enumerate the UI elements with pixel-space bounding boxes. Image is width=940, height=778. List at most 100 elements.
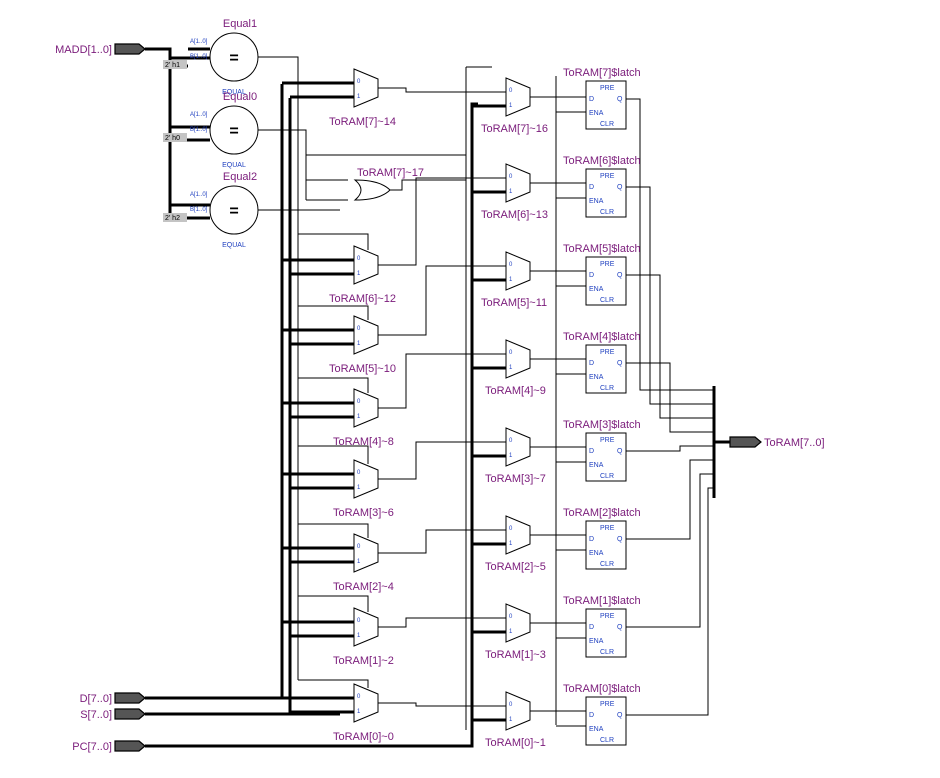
pin-b-label: B[1..0] [190,207,208,213]
port-pc-pin[interactable] [114,740,146,752]
pin-a-label: A[1..0] [190,39,208,45]
mux-pin-0: 0 [357,79,361,85]
pin-a-label: A[1..0] [190,192,208,198]
mux-name: ToRAM[3]~7 [485,473,546,485]
mux-right-3[interactable]: 01 [505,339,531,379]
mux-pin-0: 0 [509,438,513,444]
port-d-pin[interactable] [114,692,146,704]
constant-label: 2' h0 [165,135,180,142]
mux-left-5[interactable]: 01 [353,533,379,573]
latch-name: ToRAM[7]$latch [563,67,641,79]
mux-right-0[interactable]: 01 [505,77,531,117]
mux-pin-0: 0 [357,544,361,550]
latch-name: ToRAM[2]$latch [563,507,641,519]
latch-pin-q: Q [617,712,623,719]
latch-pin-clr: CLR [600,209,614,216]
port-s-pin[interactable] [114,708,146,720]
mux-pin-1: 1 [509,189,513,195]
port-s-label: S[7..0] [80,709,112,721]
mux-pin-0: 0 [357,399,361,405]
mux-left-0[interactable]: 01 [353,68,379,108]
port-d-label: D[7..0] [80,693,112,705]
latch-pin-d: D [589,96,594,103]
mux-name: ToRAM[5]~10 [329,363,396,375]
mux-right-4[interactable]: 01 [505,427,531,467]
mux-left-6[interactable]: 01 [353,607,379,647]
mux-name: ToRAM[7]~16 [481,123,548,135]
latch-0[interactable]: PRE D Q ENA CLR [585,80,627,130]
constant-box [163,60,187,69]
port-pc-label: PC[7..0] [72,741,112,753]
latch-pin-d: D [589,536,594,543]
mux-pin-0: 0 [509,614,513,620]
latch-pin-d: D [589,360,594,367]
mux-right-5[interactable]: 01 [505,515,531,555]
mux-pin-0: 0 [357,326,361,332]
latch-pin-q: Q [617,272,623,279]
mux-name: ToRAM[1]~3 [485,649,546,661]
latch-pin-pre: PRE [600,701,615,708]
mux-pin-1: 1 [509,365,513,371]
latch-name: ToRAM[0]$latch [563,683,641,695]
latch-pin-ena: ENA [589,638,604,645]
mux-pin-0: 0 [357,694,361,700]
mux-right-2[interactable]: 01 [505,251,531,291]
latch-pin-ena: ENA [589,110,604,117]
mux-left-2[interactable]: 01 [353,315,379,355]
port-madd-pin[interactable] [114,43,146,55]
latch-pin-q: Q [617,448,623,455]
latch-pin-pre: PRE [600,349,615,356]
latch-name: ToRAM[1]$latch [563,595,641,607]
latch-pin-clr: CLR [600,385,614,392]
mux-pin-1: 1 [357,271,361,277]
latch-pin-pre: PRE [600,85,615,92]
or-gate[interactable] [353,179,391,201]
mux-pin-0: 0 [509,526,513,532]
mux-right-1[interactable]: 01 [505,163,531,203]
mux-right-7[interactable]: 01 [505,691,531,731]
latch-pin-d: D [589,448,594,455]
constant-box [163,213,187,222]
latch-pin-ena: ENA [589,550,604,557]
pin-a-label: A[1..0] [190,112,208,118]
mux-right-6[interactable]: 01 [505,603,531,643]
equal-comparator-Equal2[interactable] [209,185,259,235]
mux-pin-1: 1 [509,541,513,547]
equal-comparator-Equal1[interactable] [209,32,259,82]
mux-left-7[interactable]: 01 [353,683,379,723]
mux-left-4[interactable]: 01 [353,459,379,499]
mux-pin-1: 1 [357,633,361,639]
comparator-name: Equal2 [223,171,257,183]
or-gate-name: ToRAM[7]~17 [357,167,424,179]
equal-comparator-Equal0[interactable] [209,105,259,155]
mux-pin-1: 1 [357,94,361,100]
mux-left-3[interactable]: 01 [353,388,379,428]
latch-pin-q: Q [617,96,623,103]
equal-sign: = [229,203,238,220]
latch-pin-q: Q [617,536,623,543]
latch-pin-pre: PRE [600,525,615,532]
latch-pin-ena: ENA [589,198,604,205]
mux-pin-0: 0 [357,256,361,262]
mux-pin-1: 1 [357,341,361,347]
constant-label: 2' h2 [165,215,180,222]
latch-pin-clr: CLR [600,121,614,128]
mux-pin-0: 0 [509,174,513,180]
comparator-type: EQUAL [222,89,246,96]
mux-name: ToRAM[7]~14 [329,116,396,128]
latch-pin-ena: ENA [589,374,604,381]
mux-left-1[interactable]: 01 [353,245,379,285]
mux-name: ToRAM[1]~2 [333,655,394,667]
comparator-name: Equal0 [223,91,257,103]
port-out-pin[interactable] [729,436,762,448]
mux-name: ToRAM[6]~12 [329,293,396,305]
mux-name: ToRAM[3]~6 [333,507,394,519]
constant-box [163,133,187,142]
